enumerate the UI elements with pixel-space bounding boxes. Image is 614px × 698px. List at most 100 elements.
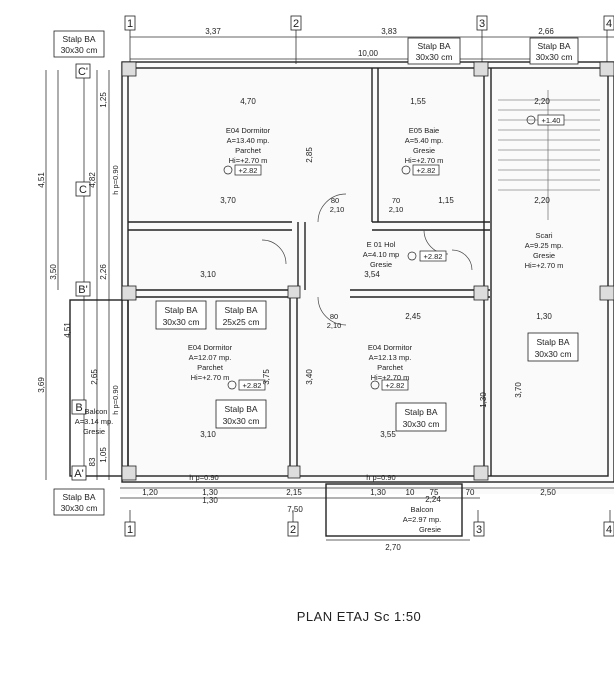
dim-bottom-6: 10 (406, 488, 415, 497)
column-label-8-l2: 30x30 cm (535, 349, 572, 359)
window-sill-2: h p=0.90 (366, 473, 395, 482)
room-4-name: Scari (535, 231, 552, 240)
column-label-5-l1: Stalp BA (224, 305, 257, 315)
dim-left-6: 3,69 (37, 377, 46, 393)
dim-int-4: 3,70 (220, 196, 236, 205)
room-7-area: A=3.14 mp. (75, 417, 114, 426)
column-label-1-l1: Stalp BA (62, 34, 95, 44)
room-5-area: A=12.07 mp. (189, 353, 232, 362)
window-sill-3: h p=0.90 (111, 385, 120, 414)
room-6-level: +2.82 (386, 381, 405, 390)
door-width-2: 70 (392, 196, 400, 205)
room-8-name: Balcon (411, 505, 434, 514)
dim-int-9: 2,45 (405, 312, 421, 321)
dim-int-8: 3,54 (364, 270, 380, 279)
dim-bottom-7: 75 (430, 488, 439, 497)
room-5-floor: Parchet (197, 363, 224, 372)
room-7-name: Balcon (85, 407, 108, 416)
door-height-3: 2,10 (327, 321, 342, 330)
dim-balcony-top: 2,24 (425, 495, 441, 504)
room-3-area: A=4.10 mp (363, 250, 399, 259)
column-label-5-l2: 25x25 cm (223, 317, 260, 327)
dim-balcony-width: 2,70 (385, 543, 401, 552)
column-label-3-l2: 30x30 cm (536, 52, 573, 62)
room-2-height: Hi=+2.70 m (405, 156, 444, 165)
dim-int-13: 2,85 (305, 147, 314, 163)
dim-left-1: 1,25 (99, 92, 108, 108)
dim-int-7: 3,10 (200, 270, 216, 279)
room-2-area: A=5.40 mp. (405, 136, 444, 145)
axis-label-2-top: 2 (293, 18, 299, 30)
dim-int-16: 3,40 (305, 369, 314, 385)
dim-left-5: 2,26 (99, 264, 108, 280)
dim-bottom-total: 7,50 (287, 505, 303, 514)
dim-int-14: 2,65 (90, 369, 99, 385)
column-label-7-l1: Stalp BA (404, 407, 437, 417)
axis-label-2-bottom: 2 (290, 524, 296, 536)
room-5-name: E04 Dormitor (188, 343, 233, 352)
column-label-6-l2: 30x30 cm (223, 416, 260, 426)
dim-bottom-9: 2,50 (540, 488, 556, 497)
room-3-name: E 01 Hol (367, 240, 396, 249)
dim-bottom-8: 70 (466, 488, 475, 497)
axis-label-c: C (79, 184, 87, 196)
room-6-height: Hi=+2.70 m (371, 373, 410, 382)
axis-label-a-prime: A' (74, 468, 83, 480)
room-2-level: +2.82 (417, 166, 436, 175)
room-6-name: E04 Dormitor (368, 343, 413, 352)
window-sill-4: h p=0.90 (111, 165, 120, 194)
door-width-1: 80 (331, 196, 339, 205)
dim-int-5: 1,15 (438, 196, 454, 205)
column-label-8-l1: Stalp BA (536, 337, 569, 347)
room-4-area: A=9.25 mp. (525, 241, 564, 250)
dim-left-2: 4,51 (37, 172, 46, 188)
dim-int-17: 3,70 (514, 382, 523, 398)
dim-bottom-5: 1,30 (370, 488, 386, 497)
column-label-9-l2: 30x30 cm (61, 503, 98, 513)
column-label-9-l1: Stalp BA (62, 492, 95, 502)
axis-label-4-top: 4 (606, 18, 612, 30)
dim-int-1: 4,70 (240, 97, 256, 106)
dim-left-7: 4,51 (63, 322, 72, 338)
dim-bottom-1: 1,20 (142, 488, 158, 497)
dim-int-6: 2,20 (534, 196, 550, 205)
room-3-floor: Gresie (370, 260, 392, 269)
dim-top-3: 2,66 (538, 27, 554, 36)
window-sill-1: h p=0.90 (189, 473, 218, 482)
dim-int-18: 1,30 (479, 392, 488, 408)
axis-label-1-top: 1 (127, 18, 133, 30)
dim-int-11: 3,10 (200, 430, 216, 439)
room-7-floor: Gresie (83, 427, 105, 436)
room-1-area: A=13.40 mp. (227, 136, 270, 145)
room-1-height: Hi=+2.70 m (229, 156, 268, 165)
column-label-7-l2: 30x30 cm (403, 419, 440, 429)
dim-bottom-2: 1,30 (202, 488, 218, 497)
axis-label-3-top: 3 (479, 18, 485, 30)
column-label-1-l2: 30x30 cm (61, 45, 98, 55)
room-6-floor: Parchet (377, 363, 404, 372)
room-4-height: Hi=+2.70 m (525, 261, 564, 270)
dim-int-3: 2,20 (534, 97, 550, 106)
room-8-area: A=2.97 mp. (403, 515, 442, 524)
axis-label-4-bottom: 4 (606, 524, 612, 536)
dim-int-15: 3,75 (262, 369, 271, 385)
dim-top-total: 10,00 (358, 49, 379, 58)
axis-label-1-bottom: 1 (127, 524, 133, 536)
column-label-4-l1: Stalp BA (164, 305, 197, 315)
dim-top-2: 3,83 (381, 27, 397, 36)
plan-title: PLAN ETAJ Sc 1:50 (297, 609, 422, 624)
dim-int-2: 1,55 (410, 97, 426, 106)
column-label-2-l2: 30x30 cm (416, 52, 453, 62)
column-label-3-l1: Stalp BA (537, 41, 570, 51)
dim-int-10: 1,30 (536, 312, 552, 321)
door-width-3: 80 (330, 312, 338, 321)
door-height-1: 2,10 (330, 205, 345, 214)
room-5-level: +2.82 (243, 381, 262, 390)
room-1-level: +2.82 (239, 166, 258, 175)
room-1-floor: Parchet (235, 146, 262, 155)
room-4-level: +1.40 (542, 116, 561, 125)
dim-left-9: 83 (88, 457, 97, 466)
door-height-2: 2,10 (389, 205, 404, 214)
room-6-area: A=12.13 mp. (369, 353, 412, 362)
